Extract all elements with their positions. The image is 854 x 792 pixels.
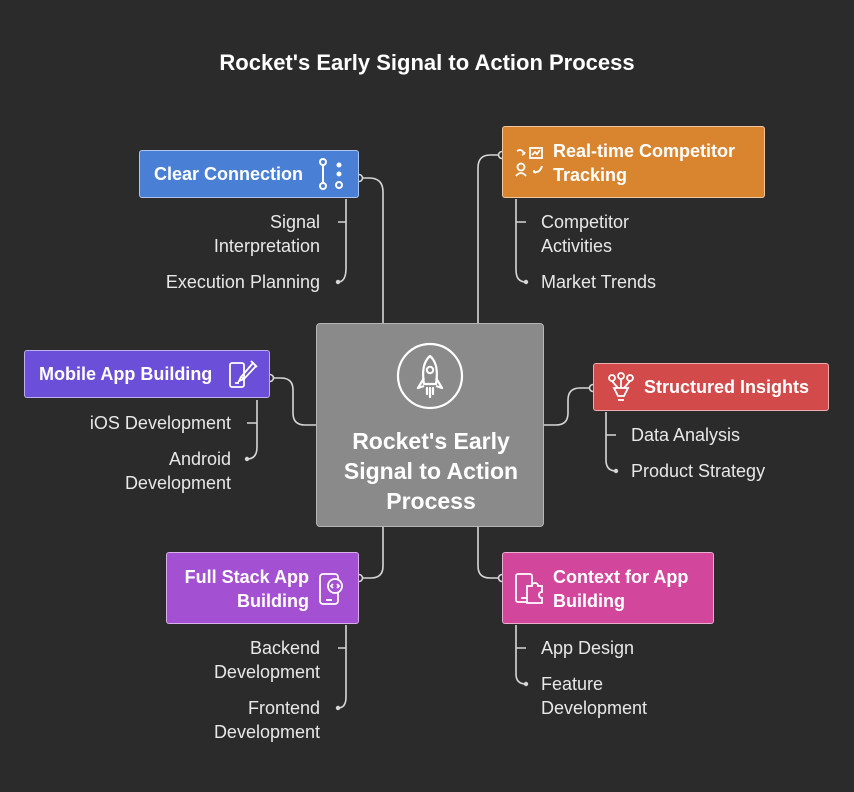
- node-full-stack: Full Stack App Building: [166, 552, 359, 624]
- sublink-context-app: [515, 625, 527, 685]
- sublink-mobile-app: [246, 400, 258, 460]
- connection-icon: [319, 158, 343, 190]
- node-label: Structured Insights: [644, 377, 810, 397]
- node-label: Real-time Competitor Tracking: [553, 141, 736, 185]
- link-structured-insights: [544, 387, 593, 426]
- link-mobile-app: [270, 377, 316, 426]
- sub-item-backend-development: Backend Development: [213, 638, 320, 682]
- sublink-realtime-tracking: [515, 199, 527, 283]
- sublink-clear-connection: [337, 199, 347, 283]
- link-realtime-tracking: [477, 154, 502, 323]
- sub-item-market-trends: Market Trends: [541, 272, 657, 292]
- tracking-icon: [515, 147, 543, 177]
- sub-item-ios-development: iOS Development: [89, 413, 231, 433]
- node-label: Mobile App Building: [39, 364, 213, 384]
- app-puzzle-icon: [515, 573, 543, 604]
- sub-item-app-design: App Design: [541, 638, 635, 658]
- sub-item-frontend-development: Frontend Development: [213, 698, 320, 742]
- link-context-app: [477, 527, 502, 579]
- sub-item-execution-planning: Execution Planning: [165, 272, 320, 292]
- link-full-stack: [359, 527, 384, 579]
- phone-code-icon: [319, 573, 343, 605]
- sublink-structured-insights: [605, 412, 617, 472]
- node-mobile-app: Mobile App Building: [24, 350, 270, 398]
- link-clear-connection: [359, 177, 384, 323]
- node-label: Context for App Building: [553, 567, 689, 611]
- node-clear-connection: Clear Connection: [139, 150, 359, 198]
- diagram-title: Rocket's Early Signal to Action Process: [219, 50, 635, 75]
- sublink-full-stack: [337, 625, 347, 709]
- node-structured-insights: Structured Insights: [593, 363, 829, 411]
- rocket-icon: [396, 342, 464, 410]
- mobile-build-icon: [229, 360, 258, 388]
- node-label: Clear Connection: [154, 164, 304, 184]
- node-label: Full Stack App Building: [184, 567, 309, 611]
- center-node: Rocket's Early Signal to Action Process: [316, 323, 544, 527]
- sub-item-data-analysis: Data Analysis: [631, 425, 741, 445]
- sub-item-feature-development: Feature Development: [541, 674, 648, 718]
- insights-icon: [608, 372, 634, 401]
- node-context-app: Context for App Building: [502, 552, 714, 624]
- node-realtime-tracking: Real-time Competitor Tracking: [502, 126, 765, 198]
- sub-item-signal-interpretation: Signal Interpretation: [213, 212, 320, 256]
- center-label: Rocket's Early Signal to Action Process: [343, 428, 519, 514]
- sub-item-product-strategy: Product Strategy: [631, 461, 766, 481]
- sub-item-competitor-activities: Competitor Activities: [541, 212, 630, 256]
- sub-item-android-development: Android Development: [124, 449, 231, 493]
